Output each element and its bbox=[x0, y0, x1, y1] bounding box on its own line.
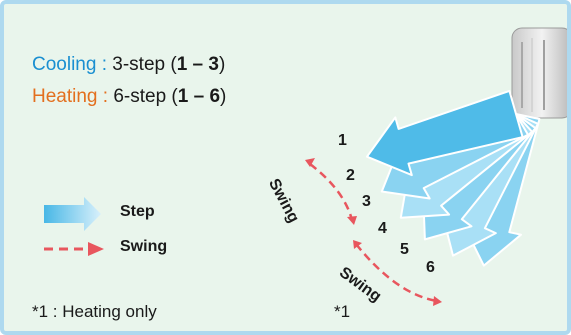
footnote-marker: *1 bbox=[334, 302, 351, 321]
swing-arrow-upper bbox=[305, 158, 357, 225]
heating-step-count: 6-step ( bbox=[113, 86, 178, 107]
cooling-separator: : bbox=[96, 54, 113, 75]
step-number: 6 bbox=[426, 259, 435, 276]
airflow-diagram bbox=[44, 27, 567, 306]
airflow-arrows bbox=[366, 89, 541, 267]
heating-separator: : bbox=[97, 86, 114, 107]
step-number: 1 bbox=[338, 132, 347, 149]
legend-swing-label: Swing bbox=[120, 238, 168, 255]
cooling-step-count: 3-step ( bbox=[112, 54, 177, 75]
heating-description: Heating : 6-step (1 – 6) bbox=[32, 86, 226, 108]
step-number: 5 bbox=[400, 241, 409, 258]
step-number: 3 bbox=[362, 193, 371, 210]
footnote: *1 : Heating only bbox=[32, 302, 157, 321]
swing-legend-icon bbox=[44, 242, 104, 256]
airflow-arrow-step-1 bbox=[366, 89, 524, 177]
swing-arrow-lower bbox=[353, 240, 442, 306]
heating-label: Heating bbox=[32, 86, 98, 107]
air-conditioner-icon bbox=[511, 27, 567, 119]
cooling-label: Cooling bbox=[32, 54, 97, 75]
heating-close: ) bbox=[220, 86, 227, 107]
legend-step-label: Step bbox=[120, 203, 155, 220]
step-number: 2 bbox=[346, 167, 355, 184]
cooling-close: ) bbox=[218, 54, 226, 75]
cooling-description: Cooling : 3-step (1 – 3) bbox=[32, 54, 225, 76]
step-number: 4 bbox=[378, 220, 387, 237]
step-legend-icon bbox=[44, 197, 101, 231]
cooling-range: 1 – 3 bbox=[176, 54, 219, 75]
heating-range: 1 – 6 bbox=[177, 86, 221, 107]
